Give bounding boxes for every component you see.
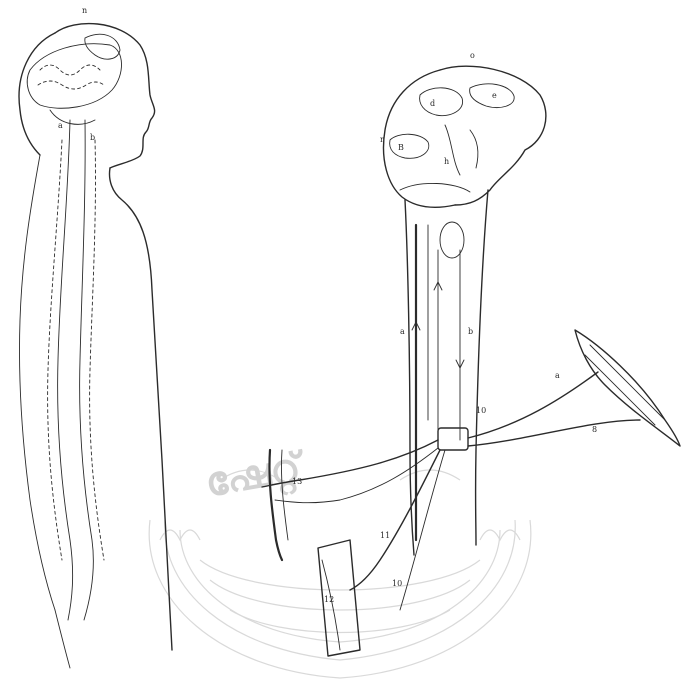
human-profile: n a b xyxy=(19,6,172,668)
label-left-nerve: 13 xyxy=(292,477,302,486)
label-vessel: 12 xyxy=(324,595,334,604)
label-brain-h: h xyxy=(444,157,449,166)
label-brain-d: d xyxy=(430,99,435,108)
label-brain-b: B xyxy=(398,143,404,152)
spinal-column xyxy=(48,120,104,620)
label-junction: 10 xyxy=(476,406,486,415)
watermark-seal: ഷേറ്റ് xyxy=(149,442,531,678)
label-brain-left: r xyxy=(380,135,384,144)
label-muscle-mark: a xyxy=(555,371,560,380)
label-brain-top: o xyxy=(470,51,475,60)
label-ganglion-near: 11 xyxy=(380,531,390,540)
label-head-top: n xyxy=(82,6,87,15)
nerve-junction: 10 11 13 8 12 10 a xyxy=(262,330,680,656)
brain-schematic: o d e B h r a b xyxy=(380,51,546,555)
label-muscle-lower: 8 xyxy=(592,425,597,434)
label-left-fiber-a: a xyxy=(58,121,63,130)
label-lower-branch: 10 xyxy=(392,579,402,588)
label-fiber-b: b xyxy=(468,327,473,336)
label-left-fiber-b: b xyxy=(90,133,95,142)
label-fiber-a: a xyxy=(400,327,405,336)
label-brain-e: e xyxy=(492,91,497,100)
